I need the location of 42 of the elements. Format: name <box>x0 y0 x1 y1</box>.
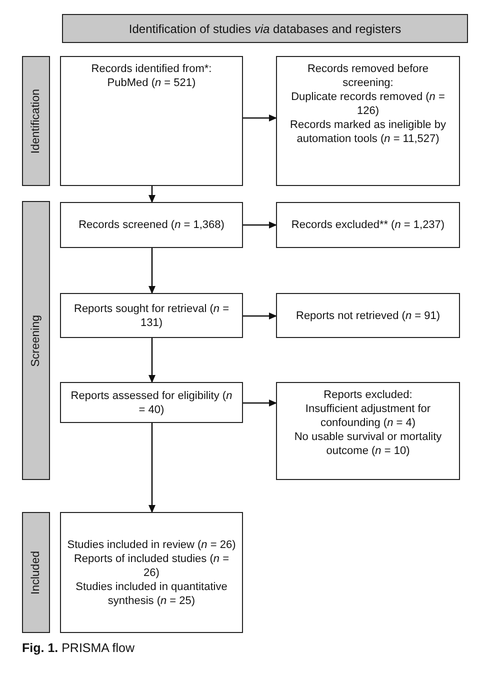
section-header <box>62 14 468 43</box>
box-text: No usable survival or mortality outcome (n = 10) <box>293 430 443 458</box>
header-text: Identification of studies via databases and registers <box>128 22 402 36</box>
figure-caption: Fig. 1. PRISMA flow <box>22 641 135 655</box>
box-text: Reports excluded: <box>324 388 412 402</box>
box-text: Studies included in quantitative synthesis (n = 25) <box>74 580 228 608</box>
phase-band <box>22 512 50 633</box>
box-text: Reports of included studies (n = 26) <box>72 552 230 580</box>
process-box <box>60 512 243 633</box>
arrow <box>243 400 277 406</box>
box-text: Reports not retrieved (n = 91) <box>296 308 440 322</box>
phase-label: Included <box>29 550 43 594</box>
process-box <box>276 56 460 186</box>
process-box <box>276 293 460 338</box>
process-box <box>276 382 460 480</box>
arrow <box>148 186 156 203</box>
arrow <box>243 312 277 320</box>
box-text: Insufficient adjustment for confounding (n = 4) <box>304 402 432 430</box>
box-text: Records screened (n = 1,368) <box>78 218 224 232</box>
box-text: Records identified from*: <box>91 62 212 76</box>
phase-label: Screening <box>29 314 43 366</box>
box-text: Reports sought for retrieval (n = 131) <box>73 302 230 330</box>
arrow <box>148 338 156 383</box>
box-text: PubMed (n = 521) <box>107 76 196 90</box>
process-box <box>60 293 243 338</box>
phase-band <box>22 56 50 186</box>
process-box <box>276 202 460 248</box>
box-text: Studies included in review (n = 26) <box>67 538 236 552</box>
box-text: Duplicate records removed (n = 126) <box>290 90 446 118</box>
phase-label: Identification <box>29 88 43 154</box>
process-box <box>60 382 243 423</box>
arrow <box>243 222 277 228</box>
arrow <box>243 114 277 122</box>
arrow <box>148 423 156 513</box>
arrow <box>148 248 156 294</box>
process-box <box>60 56 243 186</box>
box-text: Records excluded** (n = 1,237) <box>291 218 445 232</box>
box-text: Records marked as ineligible by automation tools (n = 11,527) <box>289 118 447 146</box>
box-text: Records removed before screening: <box>306 62 430 90</box>
box-text: Reports assessed for eligibility (n = 40) <box>70 388 234 416</box>
phase-band <box>22 201 50 480</box>
process-box <box>60 202 243 248</box>
